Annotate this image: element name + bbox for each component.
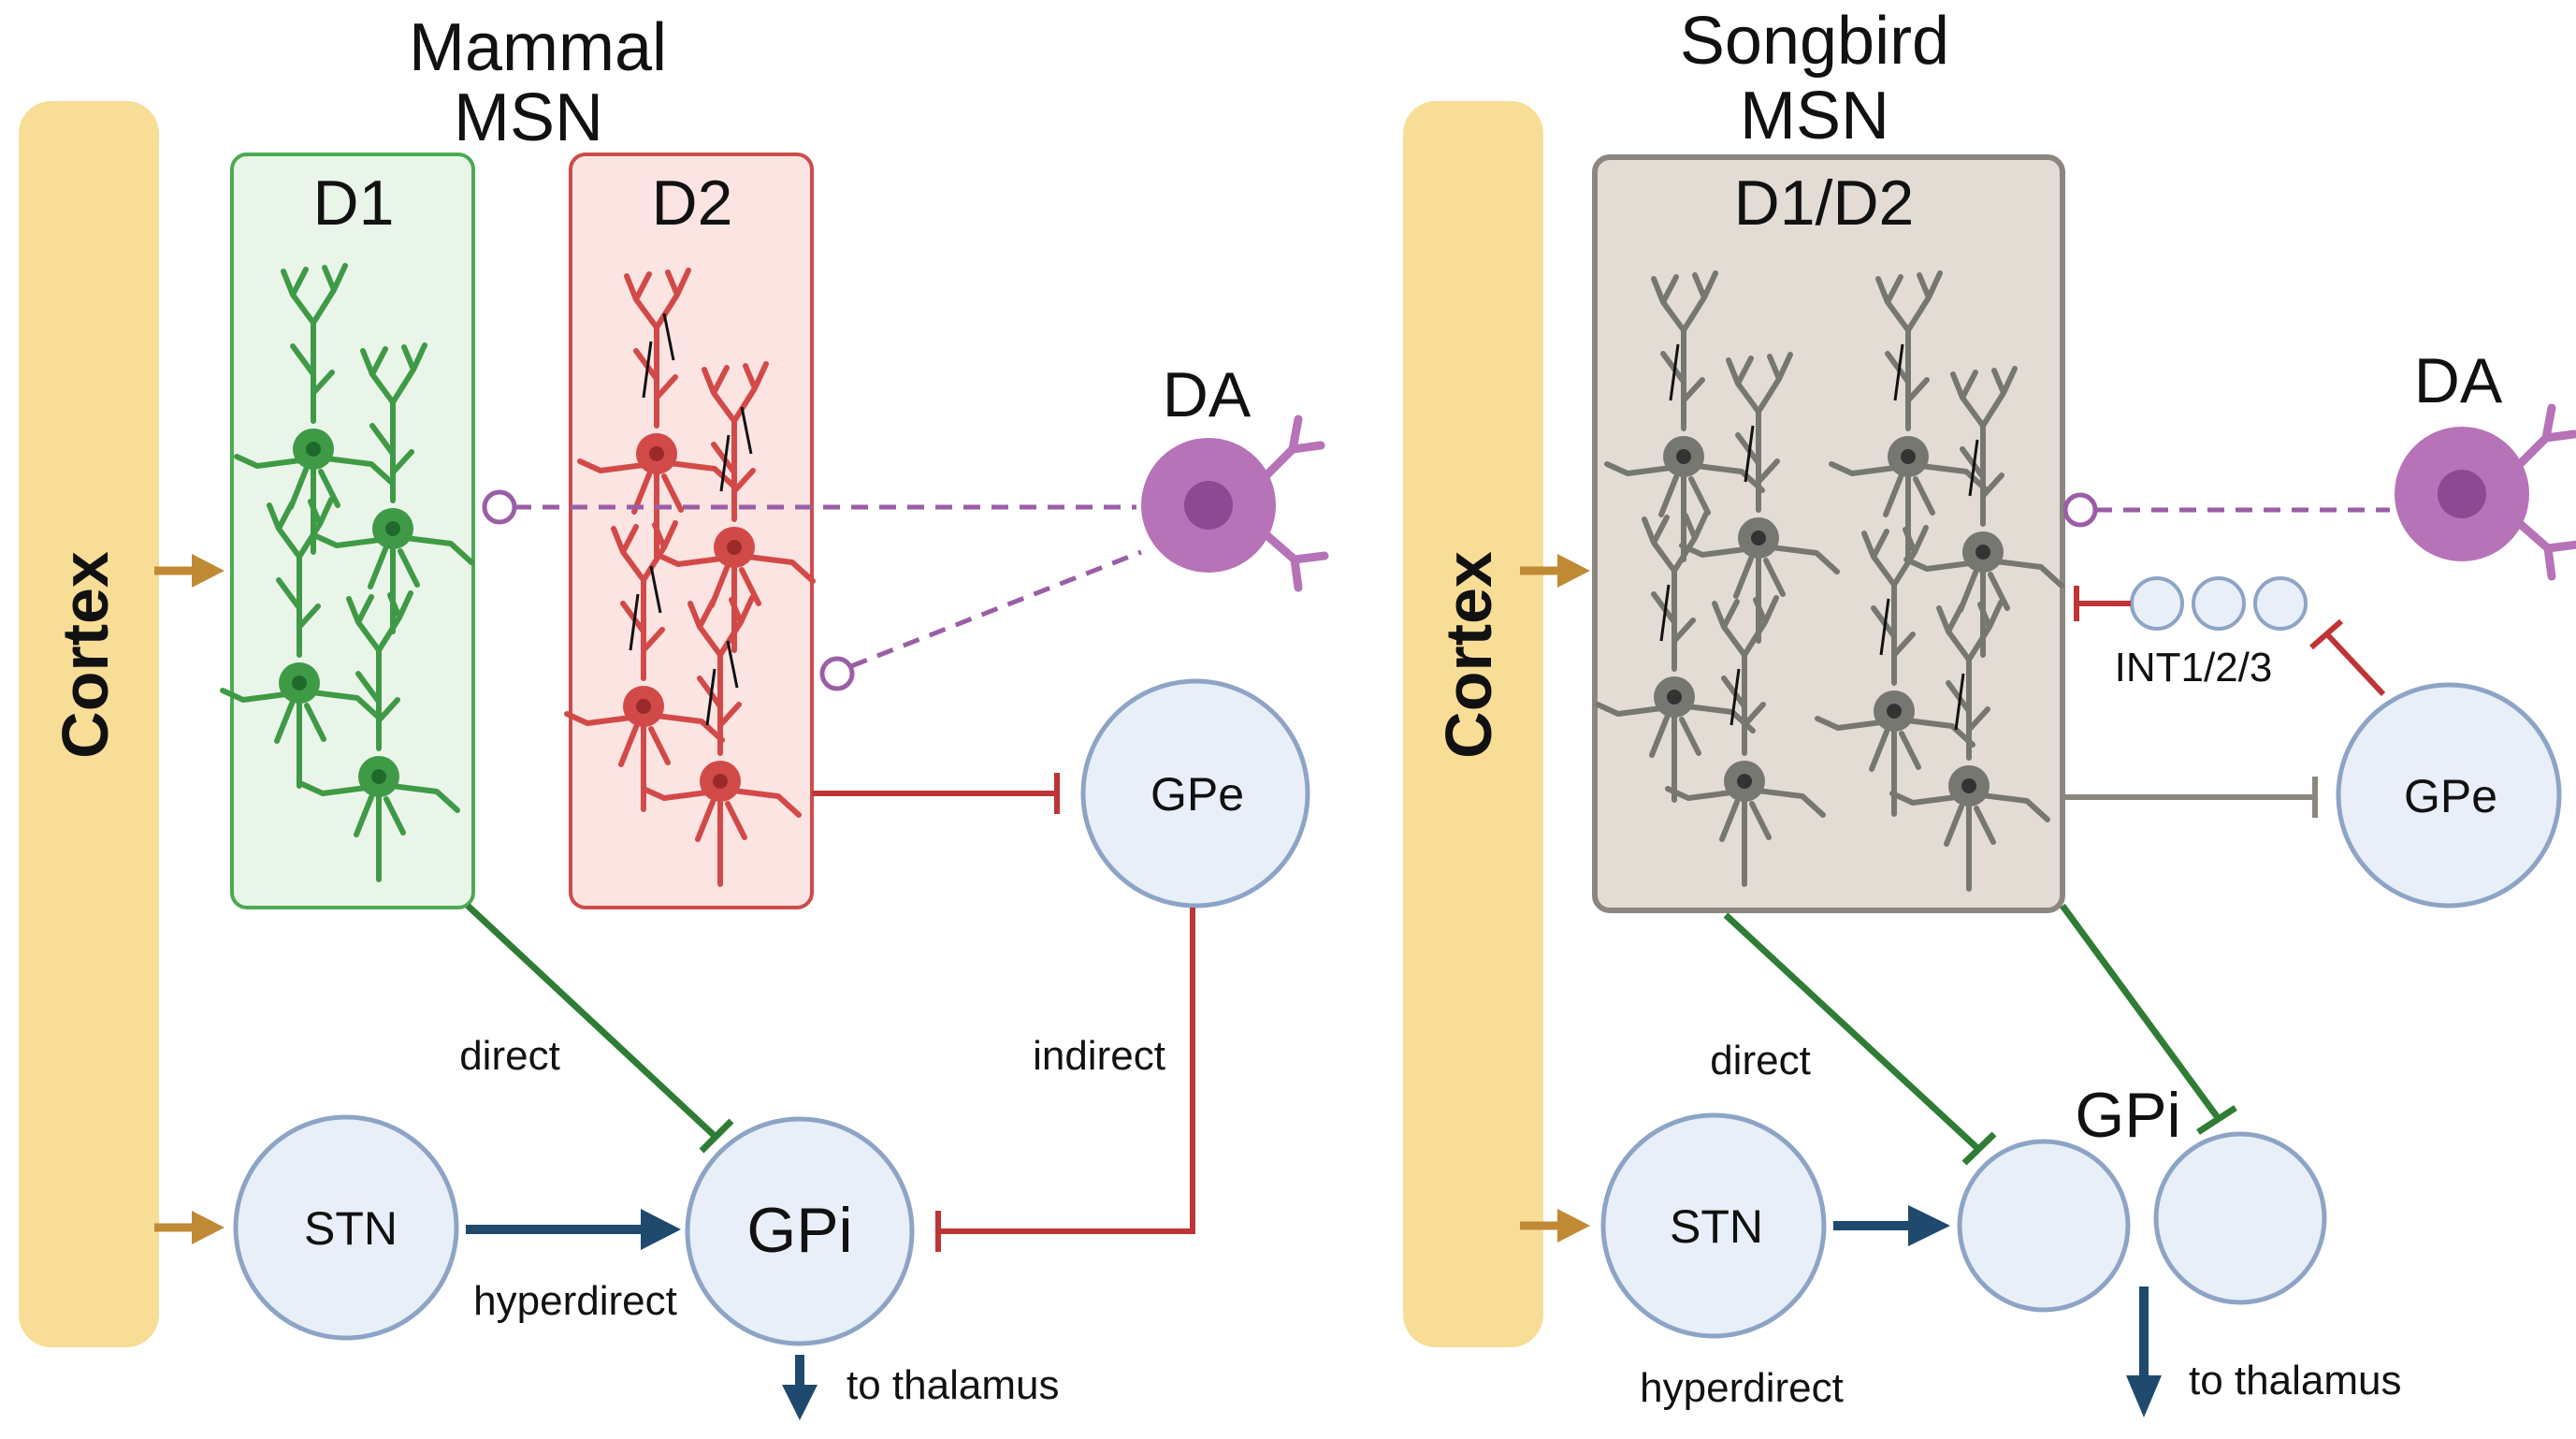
mammal-cortex-bar (19, 101, 159, 1347)
songbird-da-cell (2395, 408, 2576, 576)
da-to-d2-dashed (850, 549, 1142, 669)
stn-to-gpi-arrowhead (641, 1209, 681, 1250)
d1-label: D1 (313, 167, 395, 239)
interneuron-2 (2192, 576, 2246, 631)
d1-to-gpi-path (465, 903, 734, 1154)
da-to-msn-terminal (2062, 492, 2098, 528)
d1d2-label: D1/D2 (1734, 167, 1915, 239)
songbird-cortex-label: Cortex (1432, 551, 1505, 759)
songbird-hyperdirect-label: hyperdirect (1640, 1365, 1844, 1411)
msn-to-gpi1-path (1723, 912, 1997, 1166)
mammal-hyperdirect-label: hyperdirect (473, 1278, 677, 1324)
mammal-da-cell (1141, 419, 1324, 588)
interneuron-1 (2130, 576, 2184, 631)
songbird-title: Songbird (1680, 4, 1949, 79)
mammal-title: Mammal (409, 10, 667, 85)
mammal-indirect-label: indirect (1033, 1033, 1165, 1079)
mammal-cortex-label: Cortex (49, 551, 122, 759)
songbird-stn-node (1600, 1112, 1827, 1339)
songbird-gpi-label: GPi (2075, 1080, 2180, 1151)
mammal-direct-label: direct (459, 1033, 560, 1079)
gpi-to-thalamus-arrowhead (782, 1385, 818, 1420)
songbird-stn-label: STN (1670, 1200, 1763, 1253)
msn-to-gpi2-path (2060, 903, 2237, 1135)
mammal-gpe-node (1080, 678, 1310, 908)
mammal-cortex-arrowhead-msn (192, 554, 224, 588)
d2-to-gpe-path (812, 773, 1060, 814)
mammal-panel: Cortex Mammal MSN D1 D2 DA GPe STN (19, 10, 1324, 1420)
int-to-msn-path (2074, 586, 2131, 621)
songbird-gpi-to-thalamus-arrowhead (2126, 1375, 2162, 1417)
songbird-cortex-arrowhead-stn (1557, 1209, 1590, 1243)
songbird-stn-to-gpi-arrowhead (1908, 1205, 1950, 1246)
gpe-to-int-path (2309, 618, 2386, 697)
songbird-gpe-label: GPe (2404, 770, 2497, 822)
songbird-gpe-node (2336, 682, 2562, 908)
int-label: INT1/2/3 (2115, 645, 2273, 690)
d1-box (230, 153, 475, 909)
interneuron-3 (2253, 576, 2308, 631)
d1d2-box (1592, 154, 2065, 913)
mammal-da-label: DA (1163, 359, 1252, 430)
mammal-gpe-label: GPe (1151, 768, 1244, 821)
songbird-subtitle: MSN (1740, 79, 1889, 153)
songbird-cortex-bar (1403, 101, 1543, 1347)
songbird-cortex-arrowhead-msn (1557, 554, 1590, 588)
mammal-subtitle: MSN (454, 80, 603, 155)
da-to-d2-terminal (819, 656, 855, 691)
songbird-direct-label: direct (1710, 1038, 1811, 1083)
songbird-to-thalamus-label: to thalamus (2189, 1358, 2401, 1403)
msn-to-gpe-path (2062, 777, 2318, 818)
songbird-gpi-node-1 (1957, 1139, 2131, 1313)
songbird-gpi-node-2 (2153, 1131, 2327, 1305)
mammal-stn-label: STN (304, 1202, 398, 1255)
mammal-to-thalamus-label: to thalamus (847, 1362, 1059, 1408)
mammal-cortex-arrowhead-stn (192, 1211, 224, 1244)
mammal-gpi-label: GPi (746, 1195, 852, 1266)
mammal-stn-node (233, 1114, 459, 1341)
da-to-d1-terminal (482, 489, 517, 525)
songbird-da-label: DA (2414, 345, 2503, 416)
d2-label: D2 (652, 167, 733, 239)
songbird-panel: Cortex Songbird MSN D1/D2 DA INT1/2/3 GP (1403, 4, 2576, 1417)
mammal-gpi-node (685, 1116, 915, 1346)
gpe-to-gpi-path (935, 908, 1195, 1252)
